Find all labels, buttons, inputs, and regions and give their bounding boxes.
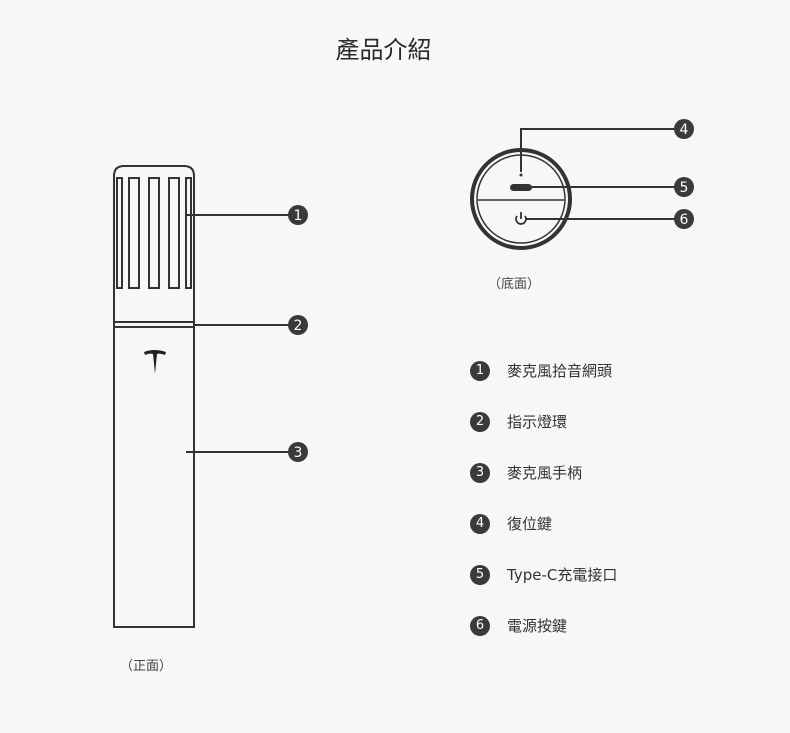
type-c-port-icon (510, 184, 532, 191)
grille-slot (128, 177, 140, 289)
grille-slot (185, 177, 192, 289)
svg-text:4: 4 (680, 122, 689, 138)
legend-label: Type-C充電接口 (507, 566, 618, 584)
svg-text:1: 1 (294, 208, 303, 224)
legend-number: 6 (470, 615, 490, 636)
callout-2: 2 (288, 315, 308, 335)
bottom-view-caption: （底面） (488, 277, 541, 292)
svg-text:5: 5 (680, 180, 689, 196)
grille-slot (168, 177, 180, 289)
legend-number: 2 (470, 411, 490, 432)
legend-item: 6 電源按鍵 (470, 600, 617, 651)
microphone-body (113, 165, 195, 628)
legend-label: 電源按鍵 (507, 617, 568, 635)
front-view-caption: （正面） (120, 659, 173, 674)
legend-label: 指示燈環 (507, 413, 568, 431)
svg-text:2: 2 (294, 318, 303, 334)
microphone-front-view (113, 165, 195, 628)
legend-item: 1 麥克風拾音網頭 (470, 345, 617, 396)
callout-3: 3 (288, 442, 308, 462)
legend-item: 2 指示燈環 (470, 396, 617, 447)
callout-1: 1 (288, 205, 308, 225)
svg-text:3: 3 (294, 445, 303, 461)
legend-number: 1 (470, 360, 490, 381)
logo-icon (144, 350, 166, 374)
grille-slot (116, 177, 123, 289)
legend-label: 麥克風拾音網頭 (507, 362, 613, 380)
legend-number: 5 (470, 564, 490, 585)
svg-text:6: 6 (680, 212, 689, 228)
legend-label: 麥克風手柄 (507, 464, 583, 482)
callout-6: 6 (674, 209, 694, 229)
legend-item: 3 麥克風手柄 (470, 447, 617, 498)
legend-item: 5 Type-C充電接口 (470, 549, 617, 600)
power-icon (515, 212, 527, 225)
legend-number: 3 (470, 462, 490, 483)
page-title: 產品介紹 (335, 36, 432, 64)
callout-5: 5 (674, 177, 694, 197)
legend-number: 4 (470, 513, 490, 534)
grille-slot (148, 177, 160, 289)
reset-button-icon (519, 173, 523, 177)
callout-4: 4 (674, 119, 694, 139)
parts-legend: 1 麥克風拾音網頭 2 指示燈環 3 麥克風手柄 4 復位鍵 5 Type-C充電接口 6… (470, 345, 617, 651)
legend-item: 4 復位鍵 (470, 498, 617, 549)
legend-label: 復位鍵 (507, 515, 553, 533)
